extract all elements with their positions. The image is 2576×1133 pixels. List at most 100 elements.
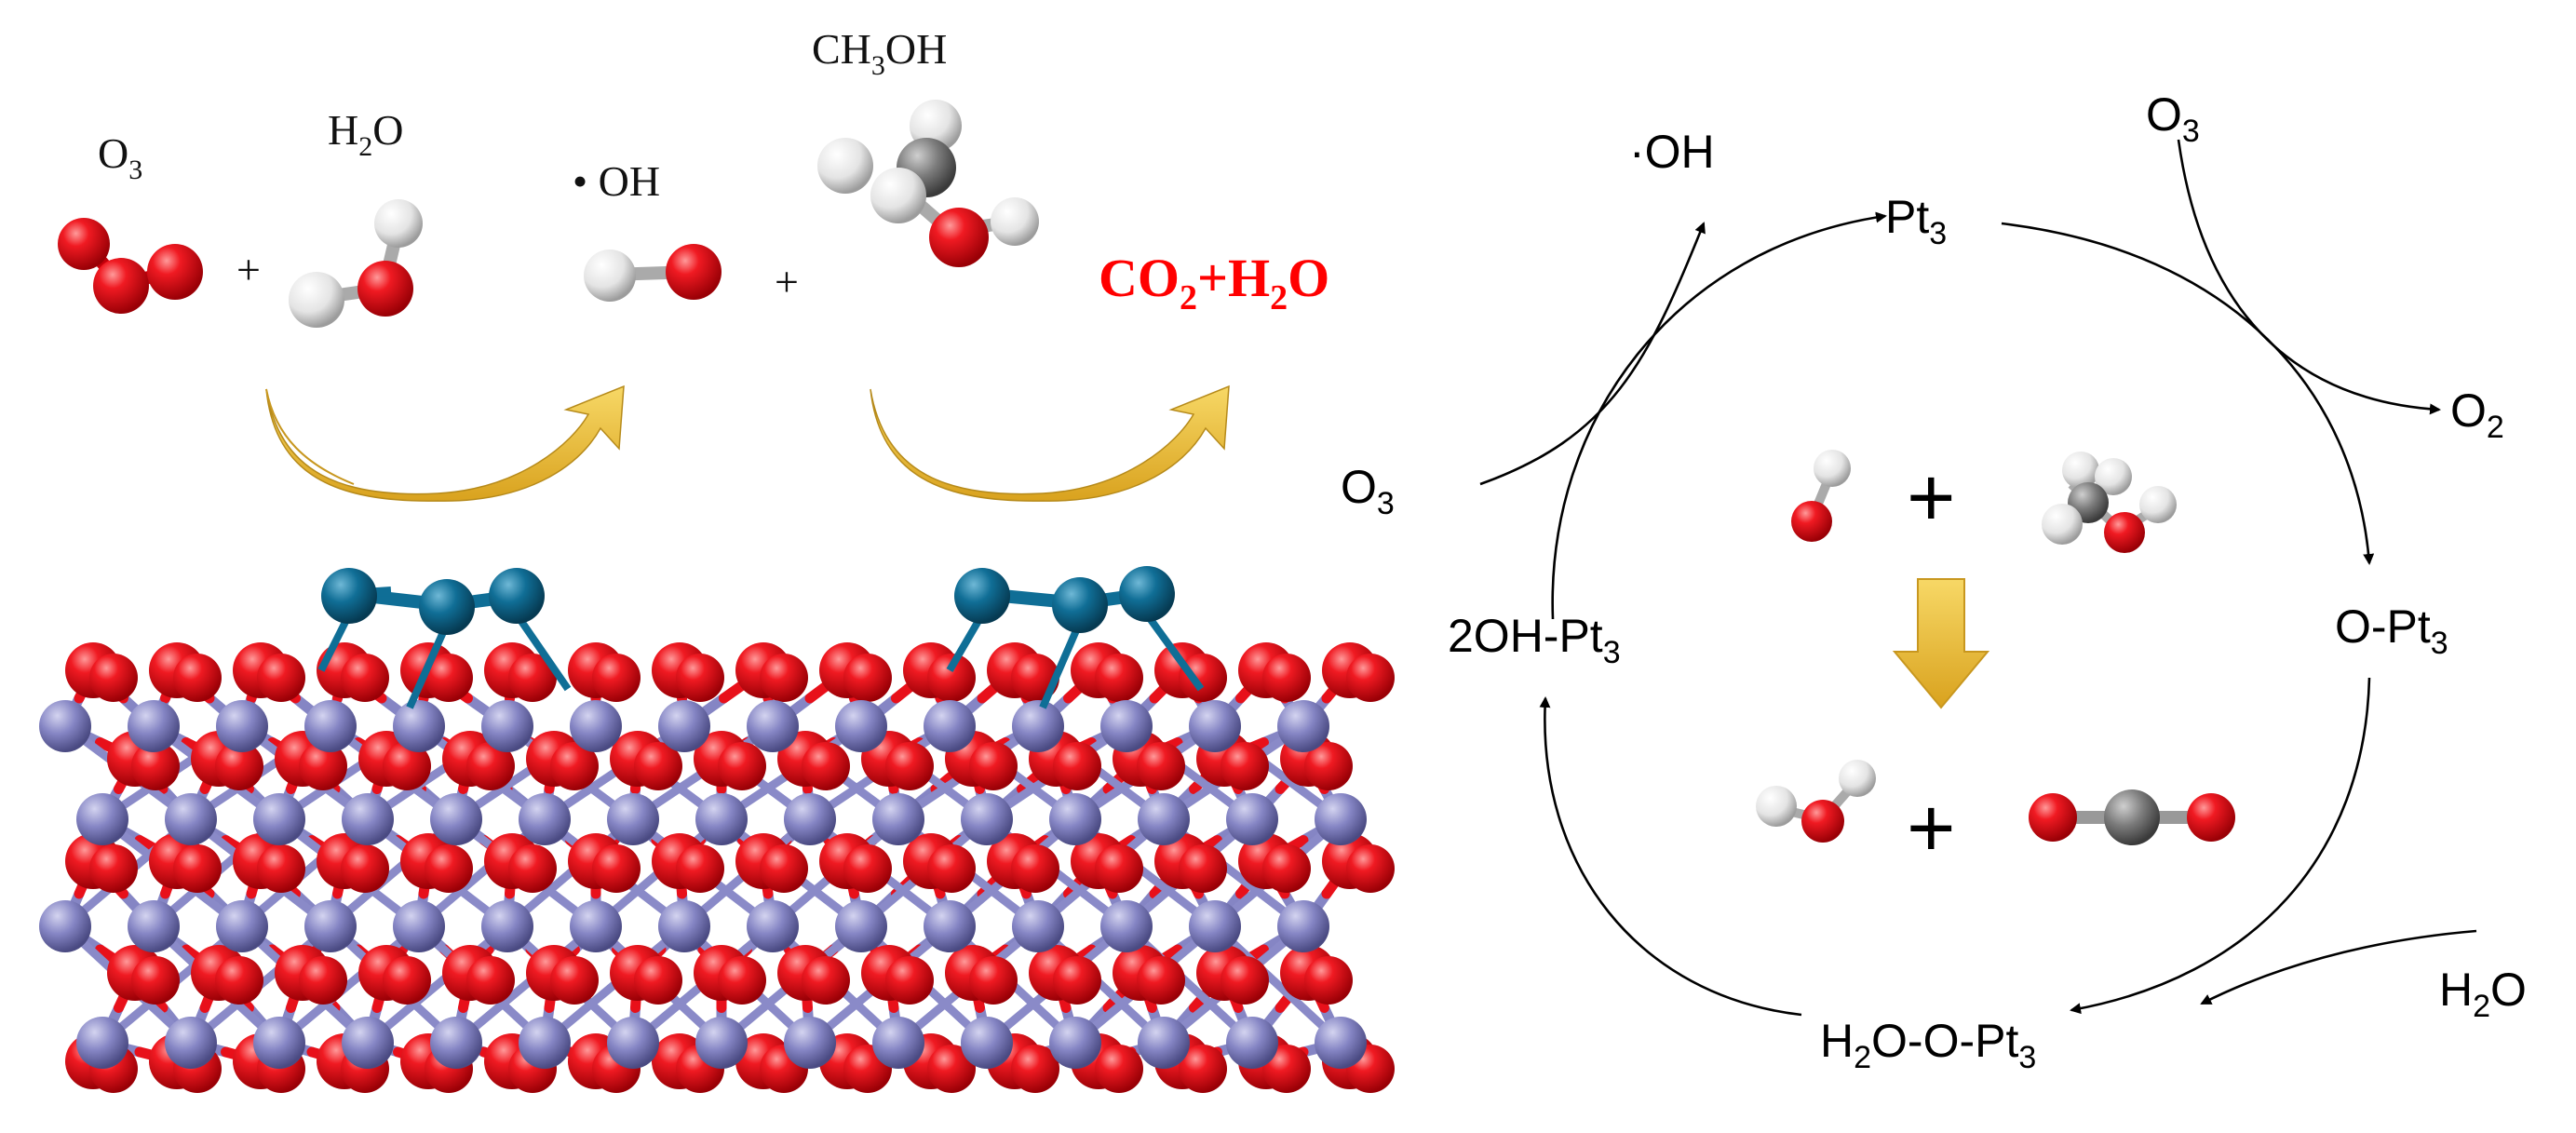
support-metal-atom [165, 1017, 217, 1069]
support-metal-atom [835, 900, 887, 952]
oxygen-atom [508, 844, 557, 893]
support-metal-atom [1277, 900, 1329, 952]
carbon-atom [2104, 789, 2160, 845]
support-metal-atom [519, 1017, 571, 1069]
plus-sign-2: + [775, 258, 799, 305]
label-h2o-o-pt3: H2O-O-Pt3 [1820, 1015, 2036, 1075]
hydrogen-atom [2139, 486, 2177, 523]
cycle-labels: Pt3 O-Pt3 H2O-O-Pt3 2OH-Pt3 O3 O2 H2O O3… [1341, 88, 2527, 1075]
hydroxyl-molecule [584, 244, 722, 302]
label-h2o-input: H2O [2439, 964, 2527, 1024]
support-metal-atom [216, 700, 268, 752]
center-co2-molecule [2029, 789, 2235, 845]
oxygen-atom [299, 742, 347, 790]
support-metal-atom [39, 900, 91, 952]
support-metal-atom [393, 900, 445, 952]
oxygen-atom [969, 956, 1018, 1005]
support-metal-atom [430, 1017, 482, 1069]
support-metal-atom [658, 700, 710, 752]
oxygen-atom [93, 258, 149, 314]
support-metal-atom [1138, 793, 1190, 845]
oxygen-atom [2029, 793, 2077, 842]
oxygen-atom [1011, 1045, 1059, 1093]
support-metal-atom [872, 1017, 924, 1069]
oxygen-atom [666, 244, 722, 300]
hydrogen-atom [374, 199, 423, 248]
oxygen-atom [550, 742, 599, 790]
oxygen-atom [257, 844, 305, 893]
oxygen-atom [927, 844, 976, 893]
oxygen-atom [1179, 654, 1227, 702]
support-metal-atom [695, 1017, 748, 1069]
oxygen-atom [676, 844, 724, 893]
support-metal-atom [481, 900, 533, 952]
support-metal-atom [1049, 793, 1101, 845]
plus-sign-3: + [1907, 452, 1956, 545]
arrow-opt3-to-h2oopt3 [2070, 677, 2371, 1015]
support-metal-atom [253, 793, 305, 845]
oxygen-atom [508, 654, 557, 702]
arrow-2ohpt3-to-pt3 [1551, 211, 1887, 620]
oxygen-atom [147, 244, 203, 300]
label-oh-output: ·OH [1629, 126, 1715, 178]
oxygen-atom [1262, 654, 1311, 702]
oxygen-atom [1801, 800, 1844, 843]
support-metal-atom [1189, 700, 1241, 752]
reaction-arrow-2 [870, 384, 1230, 502]
oxygen-atom [341, 844, 389, 893]
left-panel: O3 H2O • OH CH3OH + + CO2+H2O [39, 25, 1395, 1093]
oxygen-atom [843, 844, 892, 893]
support-metal-atom [1012, 700, 1064, 752]
support-metal-atom [519, 793, 571, 845]
oxygen-atom [341, 654, 389, 702]
methanol-molecule [817, 100, 1039, 267]
oxygen-atom [131, 956, 180, 1005]
support-metal-atom [570, 700, 622, 752]
support-metal-atom [924, 700, 976, 752]
arrow-h2o-in [2200, 929, 2477, 1005]
support-metal-atom [430, 793, 482, 845]
oxygen-atom [2104, 512, 2145, 553]
plus-sign-1: + [236, 246, 261, 293]
oxygen-atom [1179, 844, 1227, 893]
oxygen-atom [1791, 501, 1832, 542]
oxygen-atom [1346, 844, 1395, 893]
oxygen-atom [1304, 742, 1353, 790]
support-metal-atom [784, 1017, 836, 1069]
arrow-o3-to-oh [1479, 222, 1706, 486]
support-metal-atom [1226, 793, 1278, 845]
oxygen-atom [89, 844, 138, 893]
support-metal-atom [1315, 793, 1367, 845]
oxygen-atom [1011, 844, 1059, 893]
support-metal-atom [1012, 900, 1064, 952]
pt3-cluster-right [946, 566, 1205, 709]
oxygen-atom [929, 208, 989, 267]
label-h2o: H2O [328, 106, 403, 162]
support-metal-atom [1100, 900, 1153, 952]
support-metal-atom [76, 1017, 128, 1069]
label-o3-input: O3 [2146, 88, 2200, 149]
label-o3: O3 [98, 129, 142, 185]
support-metal-atom [924, 900, 976, 952]
support-metal-atom [304, 900, 357, 952]
oxygen-atom [383, 956, 431, 1005]
support-metal-atom [216, 900, 268, 952]
oxygen-atom [1095, 654, 1143, 702]
oxygen-atom [257, 654, 305, 702]
support-metal-atom [1049, 1017, 1101, 1069]
hydrogen-atom [584, 250, 636, 302]
support-metal-atom [1189, 900, 1241, 952]
support-metal-atom [784, 793, 836, 845]
oxygen-atom [173, 844, 222, 893]
oxygen-atom [425, 654, 473, 702]
oxygen-atom [802, 742, 850, 790]
support-metal-atom [304, 700, 357, 752]
catalytic-cycle [1479, 139, 2477, 1017]
oxygen-atom [927, 1045, 976, 1093]
reaction-arrow-1 [265, 384, 625, 502]
support-metal-atom [1100, 700, 1153, 752]
oxygen-atom [173, 654, 222, 702]
oxygen-atom [131, 742, 180, 790]
oxygen-atom [466, 742, 515, 790]
plus-sign-4: + [1907, 782, 1956, 875]
